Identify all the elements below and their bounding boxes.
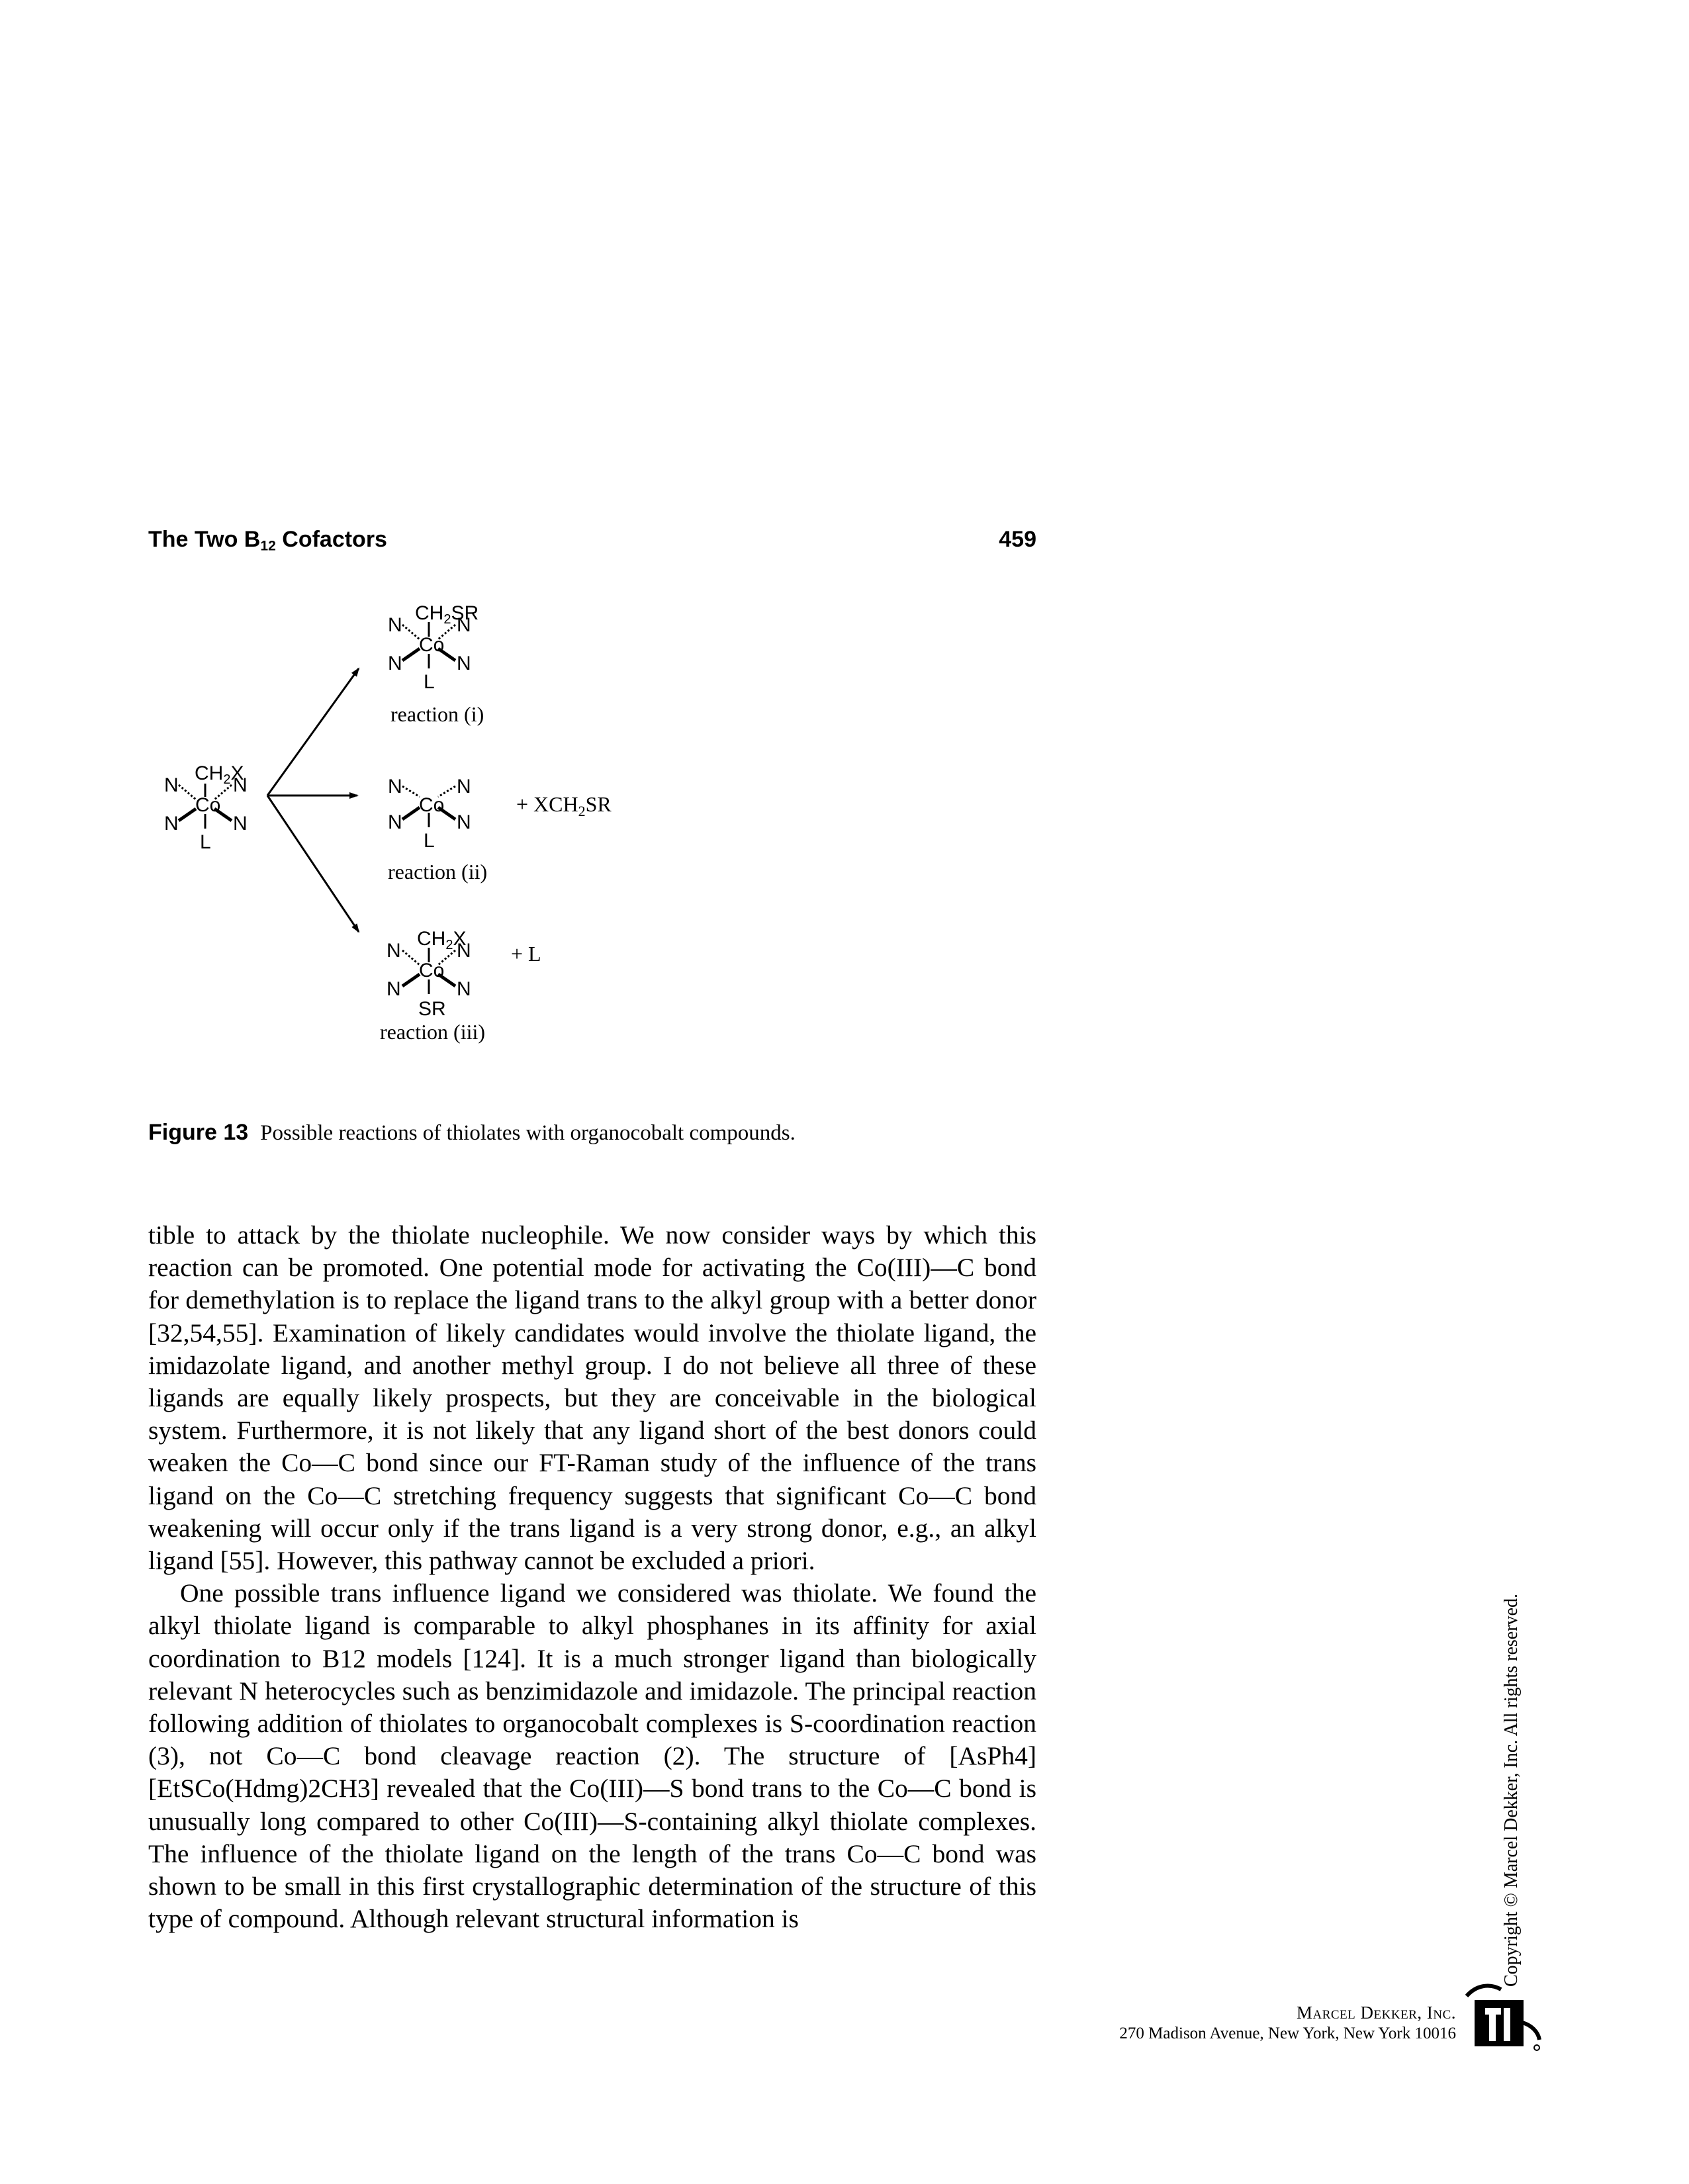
- reactant-n: N: [164, 813, 179, 835]
- reactant-axial-top: CH2X: [195, 762, 244, 787]
- arrow-to-product-i: [266, 667, 360, 796]
- product-i-n: N: [388, 614, 402, 636]
- copyright-notice: Copyright © Marcel Dekker, Inc. All righ…: [1492, 1585, 1531, 1995]
- reaction-iii-label: reaction (iii): [380, 1020, 485, 1044]
- product-ii-cobalt: Co: [419, 794, 444, 816]
- publisher-address: 270 Madison Avenue, New York, New York 1…: [1119, 2025, 1456, 2042]
- product-ii-n: N: [388, 776, 402, 797]
- product-ii-complex: [401, 785, 457, 827]
- reactant-n: N: [164, 774, 179, 796]
- publisher-logo-icon: [1463, 1980, 1542, 2053]
- product-i-axial-top: CH2SR: [415, 602, 479, 627]
- reaction-arrows: [266, 667, 360, 933]
- product-iii-n: N: [387, 940, 401, 962]
- arrow-to-product-iii: [266, 795, 360, 933]
- running-head: The Two B12 Cofactors 459: [148, 527, 1036, 559]
- product-iii-complex: [401, 948, 457, 994]
- product-iii-axial-bottom: SR: [418, 998, 446, 1020]
- product-ii-n: N: [457, 776, 471, 797]
- product-iii-axial-top: CH2X: [417, 928, 466, 952]
- reactant-n: N: [233, 774, 248, 796]
- product-iii-n: N: [457, 940, 471, 962]
- copyright-text: Copyright © Marcel Dekker, Inc. All righ…: [1501, 1594, 1522, 1987]
- product-i-n: N: [388, 653, 402, 674]
- running-head-title: The Two B12 Cofactors: [148, 527, 387, 554]
- product-ii-n: N: [388, 811, 402, 833]
- product-i-axial-bottom: L: [424, 671, 435, 693]
- product-i-n: N: [457, 653, 471, 674]
- body-text: tible to attack by the thiolate nucleoph…: [148, 1219, 1036, 1935]
- figure-caption: Figure 13 Possible reactions of thiolates…: [148, 1120, 1036, 1146]
- product-ii-n: N: [457, 811, 471, 833]
- reactant-cobalt: Co: [195, 794, 220, 816]
- page-number: 459: [999, 527, 1036, 552]
- product-i-cobalt: Co: [419, 634, 444, 656]
- publisher-imprint: Marcel Dekker, Inc. 270 Madison Avenue, …: [1032, 2003, 1456, 2043]
- paragraph: tible to attack by the thiolate nucleoph…: [148, 1220, 1036, 1576]
- reaction-ii-label: reaction (ii): [388, 860, 487, 884]
- reactant-complex: [177, 784, 233, 829]
- product-ii-axial-bottom: L: [424, 830, 435, 852]
- product-iii-n: N: [387, 978, 401, 1000]
- reaction-scheme: CH2X N N N N Co L: [148, 596, 651, 1099]
- publisher-name: Marcel Dekker, Inc.: [1297, 2003, 1456, 2023]
- paragraph: One possible trans influence ligand we c…: [148, 1578, 1036, 1934]
- product-iii-cobalt: Co: [419, 960, 444, 981]
- reaction-i-label: reaction (i): [390, 702, 484, 726]
- product-iii-coproduct: + L: [511, 942, 541, 966]
- figure-caption-text: Possible reactions of thiolates with org…: [260, 1121, 796, 1145]
- product-iii-n: N: [457, 978, 471, 1000]
- reactant-n: N: [233, 813, 248, 835]
- figure-label: Figure 13: [148, 1120, 249, 1145]
- reactant-axial-bottom: L: [200, 831, 211, 853]
- product-ii-coproduct: + XCH2SR: [516, 792, 612, 819]
- product-i-n: N: [457, 614, 471, 636]
- reaction-scheme-drawing: CH2X N N N N Co L: [164, 602, 612, 1044]
- product-i-complex: [401, 622, 457, 668]
